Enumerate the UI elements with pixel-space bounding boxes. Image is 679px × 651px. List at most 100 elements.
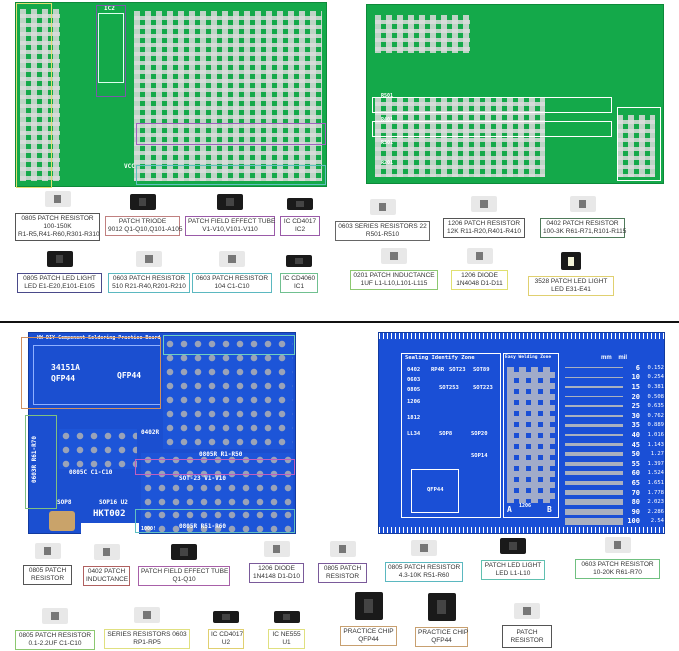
component-dark-image	[217, 194, 243, 210]
trace-mil: 0.635	[647, 403, 664, 410]
component-label-line: LED E1-E20,E101-E105	[24, 283, 95, 290]
trace-mil: 1.651	[647, 479, 664, 486]
trace-mil: 1.524	[647, 470, 664, 477]
component-label-line: LED L1-L10	[495, 570, 531, 577]
component-label-line: 1206 PATCH RESISTOR	[447, 220, 521, 227]
zone-title-welding: Easy Welding Zone	[505, 355, 552, 360]
component-light-image	[136, 251, 162, 267]
scale-header: mm mil	[601, 355, 627, 361]
component-label-line: PATCH	[516, 628, 538, 636]
trace-bar	[565, 367, 623, 369]
pad-grid	[59, 429, 137, 469]
board-label: R401	[381, 117, 394, 123]
highlight-box	[136, 123, 326, 145]
pad-grid	[20, 9, 60, 181]
trace-bar	[565, 386, 623, 388]
trace-mil: 2.023	[647, 499, 664, 506]
package-label: 1206	[407, 399, 421, 405]
trace-mil: 2.54	[650, 518, 664, 525]
end-label-1206: 1206	[519, 503, 532, 509]
trace-mm: 15	[631, 382, 640, 391]
highlight-box	[96, 5, 126, 97]
component-light-image	[411, 540, 437, 556]
pad-grid	[375, 15, 470, 53]
package-label: 0603	[407, 377, 421, 383]
pad-grid	[617, 115, 655, 177]
blank-area	[81, 523, 139, 535]
pad-grid	[141, 508, 293, 533]
package-label: LL34	[407, 431, 421, 437]
component-label-line: 9012 Q1-Q10,Q101-A105	[108, 226, 183, 233]
component-qfp-image	[354, 592, 383, 620]
end-label-a: A	[507, 505, 512, 514]
component-label-line: IC2	[294, 226, 306, 233]
component-label-line: 10-20K R61-R70	[593, 569, 642, 576]
component-qfp-image	[427, 593, 456, 621]
easy-welding-zone	[503, 353, 559, 518]
component-label-line: LED E31-E41	[551, 286, 591, 293]
highlight-box	[372, 97, 612, 113]
board-label: SOP16 U2	[99, 499, 128, 506]
trace-mm: 30	[631, 411, 640, 420]
trace-bar	[565, 442, 623, 447]
trace-mil: 0.508	[647, 393, 664, 400]
highlight-box	[617, 107, 661, 181]
trace-mm: 70	[631, 488, 640, 497]
component-label-line: QFP44	[358, 636, 379, 643]
board-label: R501	[381, 93, 394, 99]
green-practice-board-left: IC2 VCC	[15, 2, 327, 188]
component-label-line: 0805 PATCH RESISTOR	[18, 632, 92, 639]
scale-header-mm: mm	[601, 355, 612, 361]
board-label-ic2: IC2	[104, 5, 115, 12]
trace-mm: 50	[631, 450, 640, 459]
package-label: 0402	[407, 367, 421, 373]
package-label: SOP8	[439, 431, 453, 437]
board-model: HKT002	[93, 509, 126, 519]
trace-mm: 80	[631, 498, 640, 507]
package-label: SOT23	[449, 367, 466, 373]
board-label: 0805R R51-R60	[179, 523, 226, 530]
package-label: QFP44	[427, 487, 444, 493]
package-label: RP4R	[431, 367, 445, 373]
section-divider	[0, 321, 679, 323]
component-label-line: U2	[221, 639, 231, 646]
scale-header-mil: mil	[618, 355, 628, 361]
component-label-line: PATCH FIELD EFFECT TUBE	[188, 218, 276, 225]
component-label-line: 0805 PATCH	[323, 565, 362, 572]
ruler-top	[379, 333, 666, 341]
ruler-bottom	[379, 527, 666, 535]
green-practice-board-right: R501 R401 R301 R201	[366, 4, 664, 184]
trace-bar	[565, 461, 623, 466]
component-label-line: 0.1-2.2UF C1-C10	[28, 640, 82, 647]
trace-mil: 2.286	[647, 508, 664, 515]
trace-mm: 25	[631, 402, 640, 411]
component-label-line: QFP44	[431, 637, 452, 644]
board-title: HW DIY Component Soldering Practice Boar…	[37, 335, 161, 341]
highlight-box	[25, 415, 57, 509]
component-label-line: 0805 PATCH LED LIGHT	[23, 275, 96, 282]
component-label-line: 0402 PATCH	[87, 568, 126, 575]
highlight-box	[135, 509, 295, 533]
component-label-line: 100-150K	[43, 223, 72, 230]
trace-mm: 60	[631, 469, 640, 478]
pad-grid	[163, 337, 293, 449]
board-label: 0805R R1-R50	[199, 451, 243, 458]
trace-mil: 0.381	[647, 383, 664, 390]
component-label-line: SERIES RESISTORS 0603	[107, 631, 187, 638]
board-label: R201	[381, 160, 394, 166]
